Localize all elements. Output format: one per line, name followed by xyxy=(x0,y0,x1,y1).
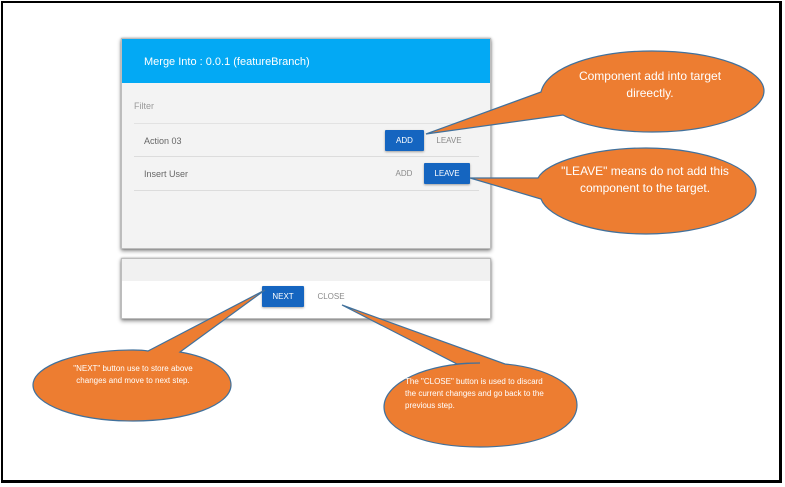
component-row: Insert User ADD LEAVE xyxy=(134,157,479,191)
merge-dialog: Merge Into : 0.0.1 (featureBranch) Filte… xyxy=(121,38,491,249)
callout-bubble-next xyxy=(32,289,266,422)
callout-bubble-leave xyxy=(469,147,757,235)
callout-text-leave: "LEAVE" means do not add this component … xyxy=(561,164,729,195)
callout-text-close: The "CLOSE" button is used to discard th… xyxy=(405,377,544,410)
callout-text-add: Component add into target direectly. xyxy=(578,69,722,100)
filter-input[interactable]: Filter xyxy=(134,101,154,111)
leave-button[interactable]: LEAVE xyxy=(436,136,462,145)
component-name: Action 03 xyxy=(144,136,182,146)
component-name: Insert User xyxy=(144,169,189,179)
dialog-footer: NEXT CLOSE xyxy=(121,258,491,319)
add-button[interactable]: ADD xyxy=(385,130,424,151)
next-button[interactable]: NEXT xyxy=(262,286,304,307)
footer-divider-area xyxy=(122,259,490,281)
component-row: Action 03 ADD LEAVE xyxy=(134,123,479,157)
add-button[interactable]: ADD xyxy=(395,169,413,178)
dialog-title: Merge Into : 0.0.1 (featureBranch) xyxy=(122,39,490,83)
close-button[interactable]: CLOSE xyxy=(317,292,345,301)
callout-bubble-close xyxy=(341,304,578,448)
callout-text-next: "NEXT" button use to store above changes… xyxy=(73,364,193,385)
leave-button[interactable]: LEAVE xyxy=(424,163,470,184)
callout-bubble-add xyxy=(425,50,765,135)
